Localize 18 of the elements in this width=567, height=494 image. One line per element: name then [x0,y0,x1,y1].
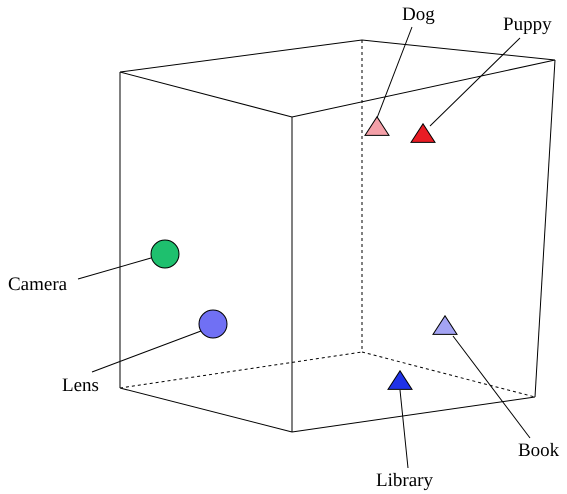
triangle-marker [364,116,390,136]
circle-marker [198,310,228,338]
point-label: Dog [402,4,435,26]
triangle-marker [410,122,436,143]
triangle-marker [432,314,458,335]
point-label: Book [518,440,560,462]
leader-line [400,390,408,468]
leader-line [452,336,530,438]
leader-line [376,26,412,118]
point-label: Library [376,470,433,492]
leader-line [78,258,152,280]
point-label: Lens [62,375,99,397]
circle-marker [150,240,180,268]
leader-line [430,38,520,126]
triangle-marker [387,370,413,390]
point-label: Puppy [503,14,552,36]
leader-line [92,330,202,372]
point-label: Camera [8,274,68,296]
